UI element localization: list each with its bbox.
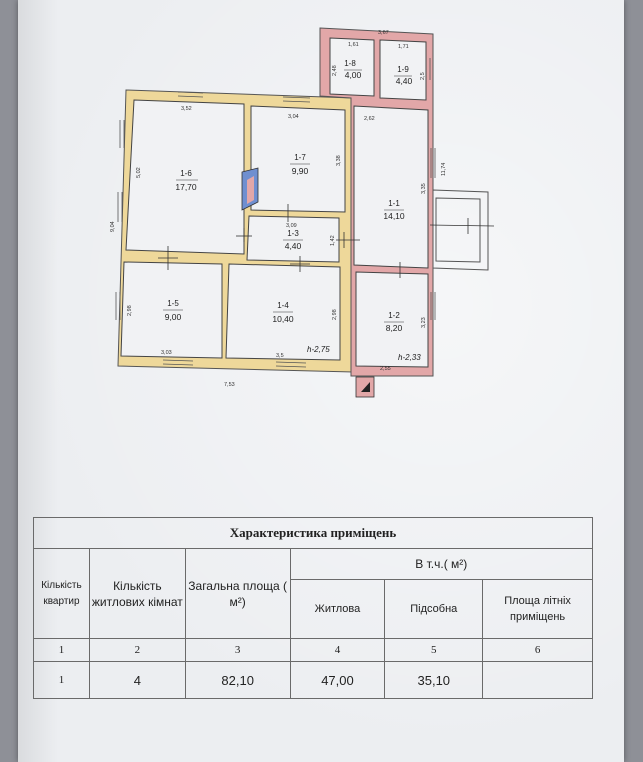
room-1-7-area: 9,90 [292,166,309,176]
stove-marker-inner [247,176,254,204]
header-living: Житлова [289,579,386,639]
height-label-main: h-2,75 [307,345,330,354]
col-number-3: 3 [184,638,291,662]
dim-r13-side: 1,42 [330,235,336,246]
room-1-8-area: 4,00 [345,70,362,80]
room-1-1-id: 1-1 [388,199,400,208]
characteristics-table: Характеристика приміщень Кількість кварт… [33,517,594,699]
dim-r13-top: 3,09 [286,223,297,229]
cell-summer [482,661,593,699]
room-labels: 1-6 17,70 1-7 9,90 1-3 4,40 1-5 9,00 1-4… [163,59,413,333]
room-1-2-id: 1-2 [388,311,400,320]
dim-r18-width: 1,61 [348,42,359,48]
header-auxiliary: Підсобна [384,579,484,639]
floor-plan: 1-6 17,70 1-7 9,90 1-3 4,40 1-5 9,00 1-4… [110,27,495,398]
doors [158,204,495,278]
dim-r19-width: 1,71 [398,44,409,50]
header-rooms: Кількість житлових кімнат [88,548,186,639]
header-apartments: Кількість квартир [33,548,90,639]
cell-rooms: 4 [88,661,186,699]
col-number-4: 4 [289,638,386,662]
dim-r16-side: 5,02 [136,167,142,178]
dim-bottom-total: 7,53 [224,382,235,388]
room-1-3-id: 1-3 [287,229,299,238]
cell-apartments: 1 [33,661,90,699]
cell-total-area: 82,10 [184,661,291,699]
room-1-8-id: 1-8 [344,59,356,68]
room-1-5-id: 1-5 [167,299,179,308]
table-title: Характеристика приміщень [33,517,593,549]
header-total-area: Загальна площа ( м²) [184,548,291,639]
room-1-4-id: 1-4 [277,301,289,310]
dim-r12-bottom: 2,55 [380,366,391,372]
entrance-step [355,376,375,398]
entrance-step-icon [361,382,370,392]
dim-top-extension: 3,67 [378,30,389,36]
cell-living: 47,00 [289,661,386,699]
dim-r16-top: 3,52 [181,106,192,112]
col-number-2: 2 [88,638,186,662]
room-1-9-id: 1-9 [397,65,409,74]
room-1-6-id: 1-6 [180,169,192,178]
windows [115,58,436,368]
room-1-9-area: 4,40 [396,76,413,86]
room-1-4-area: 10,40 [272,314,294,324]
document-page: 1-6 17,70 1-7 9,90 1-3 4,40 1-5 9,00 1-4… [18,0,624,762]
dim-r17-top: 3,04 [288,114,299,120]
dim-r17-side: 3,38 [336,155,342,166]
room-1-6-area: 17,70 [175,182,197,192]
dim-r12-side: 3,23 [421,317,427,328]
dim-r18-height: 2,48 [332,65,338,76]
dim-r14-side: 2,98 [332,309,338,320]
dim-right-total: 11,74 [441,163,447,176]
dim-r11-side: 3,35 [421,183,427,194]
col-number-5: 5 [384,638,484,662]
room-1-7-id: 1-7 [294,153,306,162]
dim-r14-bottom: 3,5 [276,353,284,359]
cell-auxiliary: 35,10 [384,661,484,699]
dimensions: 3,67 1,61 1,71 2,48 2,5 3,52 3,04 2,62 5… [110,30,447,388]
characteristics-table-wrap: Характеристика приміщень Кількість кварт… [33,517,594,699]
room-1-2-area: 8,20 [386,323,403,333]
room-1-5-area: 9,00 [165,312,182,322]
dim-r15-side: 2,98 [127,305,133,316]
room-1-1-area: 14,10 [383,211,405,221]
room-1-3-area: 4,40 [285,241,302,251]
header-incl: В т.ч.( м²) [289,548,594,580]
col-number-6: 6 [482,638,593,662]
dim-r19-height: 2,5 [420,72,426,80]
dim-left-total: 9,04 [110,221,116,232]
dim-r15-bottom: 3,03 [161,350,172,356]
dim-r11-top: 2,62 [364,116,375,122]
header-summer: Площа літніх приміщень [482,579,593,639]
col-number-1: 1 [33,638,90,662]
height-label-extension: h-2,33 [398,353,421,362]
